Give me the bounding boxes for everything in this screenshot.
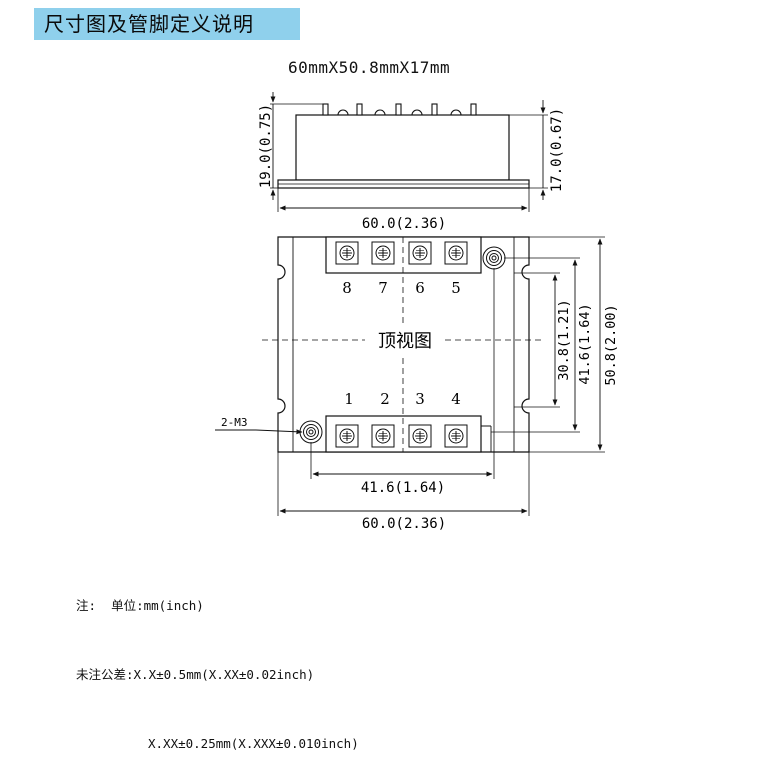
dim-inner-vertical-label: 30.8(1.21)	[556, 299, 572, 380]
tolerance-note-2: X.XX±0.25mm(X.XXX±0.010inch)	[148, 736, 359, 751]
mount-hole-label: 2-M3	[221, 416, 248, 429]
pin-label: 3	[415, 390, 425, 408]
pin-label: 2	[380, 390, 390, 408]
pin-label: 1	[344, 390, 354, 408]
side-right-height-label: 17.0(0.67)	[549, 108, 565, 192]
top-view	[215, 236, 605, 516]
section-title: 尺寸图及管脚定义说明	[34, 8, 300, 40]
top-view-center-label: 顶视图	[378, 331, 432, 352]
pin-label: 5	[451, 279, 461, 297]
pin-label: 7	[378, 279, 388, 297]
overall-dimensions: 60mmX50.8mmX17mm	[288, 58, 451, 77]
side-pins	[322, 103, 477, 116]
side-view	[270, 92, 548, 212]
top-screws	[335, 241, 468, 265]
dim-outer-horizontal-label: 60.0(2.36)	[362, 516, 446, 532]
pin-label: 4	[451, 390, 461, 408]
unit-note: 注: 单位:mm(inch)	[76, 598, 204, 613]
mount-hole-bottom-left	[299, 420, 323, 444]
side-body	[295, 114, 510, 181]
pin-label: 8	[342, 279, 352, 297]
bottom-screws	[335, 424, 468, 448]
mount-hole-top-right	[482, 246, 506, 270]
notes: 注: 单位:mm(inch) 未注公差:X.X±0.5mm(X.XX±0.02i…	[76, 548, 359, 778]
side-width-label: 60.0(2.36)	[362, 216, 446, 232]
dimension-drawing: 19.0(0.75) 17.0(0.67) 60.0(2.36)	[215, 92, 619, 532]
bottom-pin-labels: 1 2 3 4	[344, 390, 461, 408]
top-pin-labels: 8 7 6 5	[342, 279, 461, 297]
side-left-height-label: 19.0(0.75)	[258, 104, 274, 188]
tolerance-note-1: 未注公差:X.X±0.5mm(X.XX±0.02inch)	[76, 667, 315, 682]
pin-label: 6	[415, 279, 425, 297]
dim-mount-vertical-label: 41.6(1.64)	[577, 303, 593, 384]
dim-outer-vertical-label: 50.8(2.00)	[603, 304, 619, 385]
dim-mount-horizontal-label: 41.6(1.64)	[361, 480, 445, 496]
